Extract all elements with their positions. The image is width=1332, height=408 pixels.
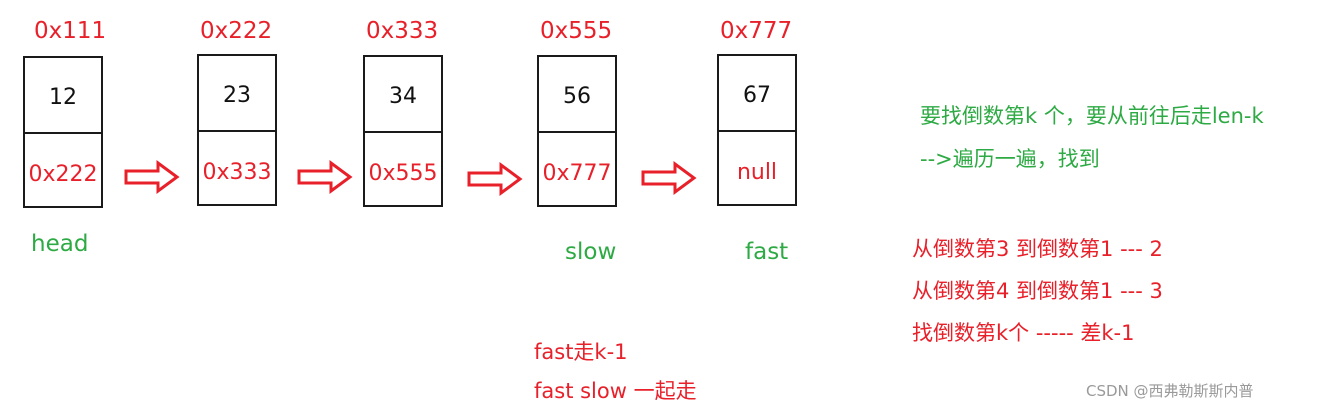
- list-node: 34 0x555: [363, 55, 443, 207]
- slow-label: slow: [565, 239, 617, 265]
- right-arrow-icon: [124, 160, 180, 194]
- node-value: 23: [223, 83, 251, 108]
- node-next-pointer: 0x777: [539, 131, 615, 209]
- node-address: 0x777: [720, 18, 793, 44]
- note-line: 从倒数第3 到倒数第1 --- 2: [912, 237, 1163, 261]
- algorithm-step: fast走k-1: [534, 340, 628, 364]
- node-value: 56: [563, 84, 591, 109]
- note-line: 要找倒数第k 个，要从前往后走len-k: [920, 104, 1264, 128]
- node-address: 0x111: [34, 18, 107, 44]
- note-line: 找倒数第k个 ----- 差k-1: [912, 321, 1135, 345]
- note-line: -->遍历一遍，找到: [920, 147, 1100, 171]
- right-arrow-icon: [467, 162, 523, 196]
- node-next-pointer: 0x333: [199, 130, 275, 208]
- head-label: head: [31, 231, 89, 257]
- node-address: 0x222: [200, 18, 273, 44]
- node-address: 0x333: [366, 18, 439, 44]
- right-arrow-icon: [641, 161, 697, 195]
- watermark: CSDN @西弗勒斯斯内普: [1086, 382, 1254, 400]
- node-next-pointer: 0x555: [365, 131, 441, 209]
- list-node: 67 null: [717, 54, 797, 206]
- right-arrow-icon: [297, 160, 353, 194]
- node-value: 67: [743, 83, 771, 108]
- fast-label: fast: [745, 239, 789, 265]
- node-next-pointer: 0x222: [25, 132, 101, 210]
- node-value: 12: [49, 85, 77, 110]
- node-value: 34: [389, 84, 417, 109]
- list-node: 23 0x333: [197, 54, 277, 206]
- algorithm-step: fast slow 一起走: [534, 379, 697, 403]
- list-node: 12 0x222: [23, 56, 103, 208]
- node-next-pointer: null: [719, 130, 795, 208]
- note-line: 从倒数第4 到倒数第1 --- 3: [912, 279, 1163, 303]
- list-node: 56 0x777: [537, 55, 617, 207]
- node-address: 0x555: [540, 18, 613, 44]
